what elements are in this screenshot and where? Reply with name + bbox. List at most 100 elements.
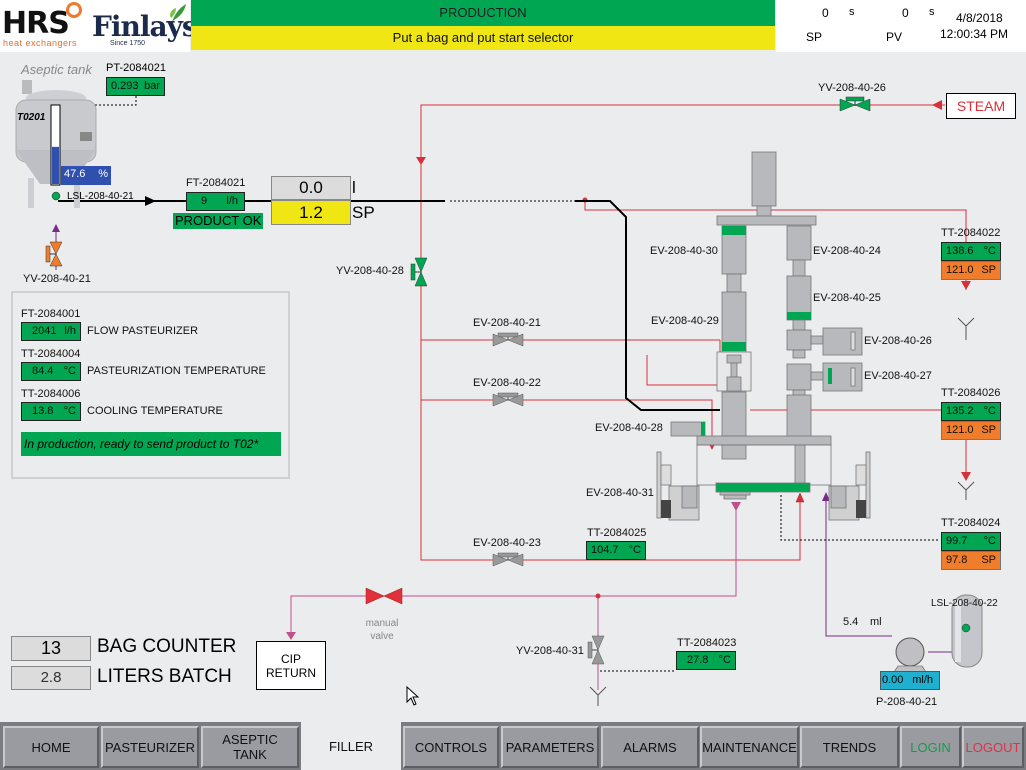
info-value: 2041 [32, 325, 57, 337]
dosing-level-switch-tag: LSL-208-40-22 [931, 598, 998, 609]
setpoint-value: 121.0 [946, 264, 974, 276]
valve-ev-208-40-31-label[interactable]: EV-208-40-31 [586, 487, 654, 499]
valve-yv-208-40-28-icon [410, 257, 428, 287]
valve-ev-208-40-27-label[interactable]: EV-208-40-27 [864, 370, 932, 382]
tt-2084026-readout[interactable]: 135.2 °C [941, 402, 1001, 421]
pump-tag[interactable]: P-208-40-21 [876, 696, 938, 708]
logo-area: HRS heat exchangers Finlays Since 1750 [0, 0, 198, 52]
product-status: PRODUCT OK [173, 213, 264, 229]
junction-dot [595, 593, 601, 599]
timer-area: 0 s SP 0 s PV 4/8/2018 12:00:34 PM [776, 0, 1026, 52]
product-volume-pv: 0.0 [271, 176, 351, 200]
pump-flow-unit: ml/h [912, 674, 933, 686]
dosing-vessel-icon [951, 594, 983, 668]
production-status-message: In production, ready to send product to … [21, 432, 281, 456]
info-readout[interactable]: 2041 l/h [21, 322, 81, 341]
nav-parameters-button[interactable]: PARAMETERS [501, 726, 599, 768]
tank-level-unit: % [98, 168, 108, 180]
valve-ev-208-40-28-label[interactable]: EV-208-40-28 [595, 422, 663, 434]
valve-yv-208-40-31-label[interactable]: YV-208-40-31 [516, 645, 584, 657]
setpoint-label: SP [981, 264, 996, 276]
tt-2084025-readout[interactable]: 104.7 °C [586, 541, 646, 560]
mouse-cursor-icon [406, 686, 420, 706]
tt-2084022-setpoint[interactable]: 121.0 SP [941, 261, 1001, 280]
navigation-bar: HOME PASTEURIZER ASEPTIC TANK FILLER CON… [0, 722, 1026, 770]
tt-2084026-setpoint[interactable]: 121.0 SP [941, 421, 1001, 440]
nav-alarms-button[interactable]: ALARMS [601, 726, 699, 768]
pressure-readout[interactable]: 0.293 bar [106, 77, 165, 96]
valve-ev-208-40-26-label[interactable]: EV-208-40-26 [864, 335, 932, 347]
valve-ev-208-40-24-label[interactable]: EV-208-40-24 [813, 245, 881, 257]
logout-button[interactable]: LOGOUT [962, 726, 1024, 768]
flow-arrow-icon [795, 492, 805, 503]
time: 12:00:34 PM [940, 27, 1009, 41]
pressure-tag: PT-2084021 [106, 62, 166, 74]
nav-aseptic-tank-button[interactable]: ASEPTIC TANK [201, 726, 299, 768]
tt-2084023-readout[interactable]: 27.8 °C [676, 651, 736, 670]
filler-machine-icon [656, 151, 871, 521]
flow-arrow-icon [961, 281, 971, 290]
liters-batch-label: LITERS BATCH [97, 666, 232, 687]
setpoint-label: SP [981, 554, 996, 566]
dosing-volume-unit: ml [870, 616, 882, 628]
info-unit: l/h [64, 325, 76, 337]
valve-ev-208-40-21-label[interactable]: EV-208-40-21 [473, 317, 541, 329]
product-flow-readout[interactable]: 9 l/h [186, 192, 245, 211]
flow-arrow-icon [416, 157, 426, 165]
setpoint-value: 97.8 [946, 554, 968, 566]
hrs-logo-subtitle: heat exchangers [3, 38, 78, 48]
valve-ev-208-40-29-label[interactable]: EV-208-40-29 [651, 315, 719, 327]
login-button[interactable]: LOGIN [900, 726, 961, 768]
tank-level-bar-track [50, 104, 61, 186]
tt-2084024-tag: TT-2084024 [941, 517, 1001, 529]
temperature-unit: °C [983, 405, 996, 417]
pv-time-unit: s [929, 6, 935, 18]
info-value: 84.4 [32, 365, 54, 377]
drain-icon [957, 317, 975, 340]
setpoint-value: 121.0 [946, 424, 974, 436]
info-readout[interactable]: 84.4 °C [21, 362, 81, 381]
temperature-unit: °C [718, 654, 731, 666]
dosing-volume-value: 5.4 [843, 616, 859, 628]
pump-flow-readout[interactable]: 0.00 ml/h [880, 671, 940, 690]
tt-2084022-readout[interactable]: 138.6 °C [941, 242, 1001, 261]
nav-pasteurizer-button[interactable]: PASTEURIZER [101, 726, 199, 768]
valve-yv-208-40-26-label[interactable]: YV-208-40-26 [818, 82, 886, 94]
info-tag: TT-2084004 [21, 348, 81, 360]
aseptic-tank-title: Aseptic tank [21, 62, 92, 77]
info-tag: TT-2084006 [21, 388, 81, 400]
pressure-value: 0.293 [111, 80, 139, 92]
info-unit: °C [63, 365, 76, 377]
nav-trends-button[interactable]: TRENDS [800, 726, 899, 768]
nav-filler-button[interactable]: FILLER [301, 722, 401, 770]
tt-2084024-readout[interactable]: 99.7 °C [941, 532, 1001, 551]
info-readout[interactable]: 13.8 °C [21, 402, 81, 421]
tank-level-bar-fill [52, 146, 59, 184]
nav-controls-button[interactable]: CONTROLS [403, 726, 499, 768]
product-volume-pv-label: l [352, 178, 356, 197]
drain-icon [957, 481, 975, 500]
valve-ev-208-40-22-icon [492, 392, 524, 407]
tt-2084023-tag: TT-2084023 [677, 637, 737, 649]
valve-ev-208-40-25-label[interactable]: EV-208-40-25 [813, 292, 881, 304]
hrs-logo: HRS [2, 6, 70, 41]
valve-ev-208-40-22-label[interactable]: EV-208-40-22 [473, 377, 541, 389]
nav-maintenance-button[interactable]: MAINTENANCE [700, 726, 799, 768]
manual-valve-icon [365, 587, 403, 605]
valve-yv-208-40-26-icon [839, 96, 871, 112]
finlays-logo: Finlays [92, 10, 198, 43]
temperature-value: 104.7 [591, 544, 619, 556]
flow-arrow-icon [822, 492, 830, 501]
product-volume-sp-input[interactable]: 1.2 [271, 200, 351, 225]
valve-yv-208-40-21-label[interactable]: YV-208-40-21 [23, 273, 91, 285]
temperature-value: 99.7 [946, 535, 968, 547]
setpoint-label: SP [981, 424, 996, 436]
valve-ev-208-40-23-icon [492, 552, 524, 567]
valve-yv-208-40-28-label[interactable]: YV-208-40-28 [336, 265, 404, 277]
machine-state-banner: PRODUCTION [191, 0, 775, 26]
valve-ev-208-40-23-label[interactable]: EV-208-40-23 [473, 537, 541, 549]
tt-2084024-setpoint[interactable]: 97.8 SP [941, 551, 1001, 570]
valve-ev-208-40-30-label[interactable]: EV-208-40-30 [650, 245, 718, 257]
tt-2084026-tag: TT-2084026 [941, 387, 1001, 399]
nav-home-button[interactable]: HOME [3, 726, 99, 768]
